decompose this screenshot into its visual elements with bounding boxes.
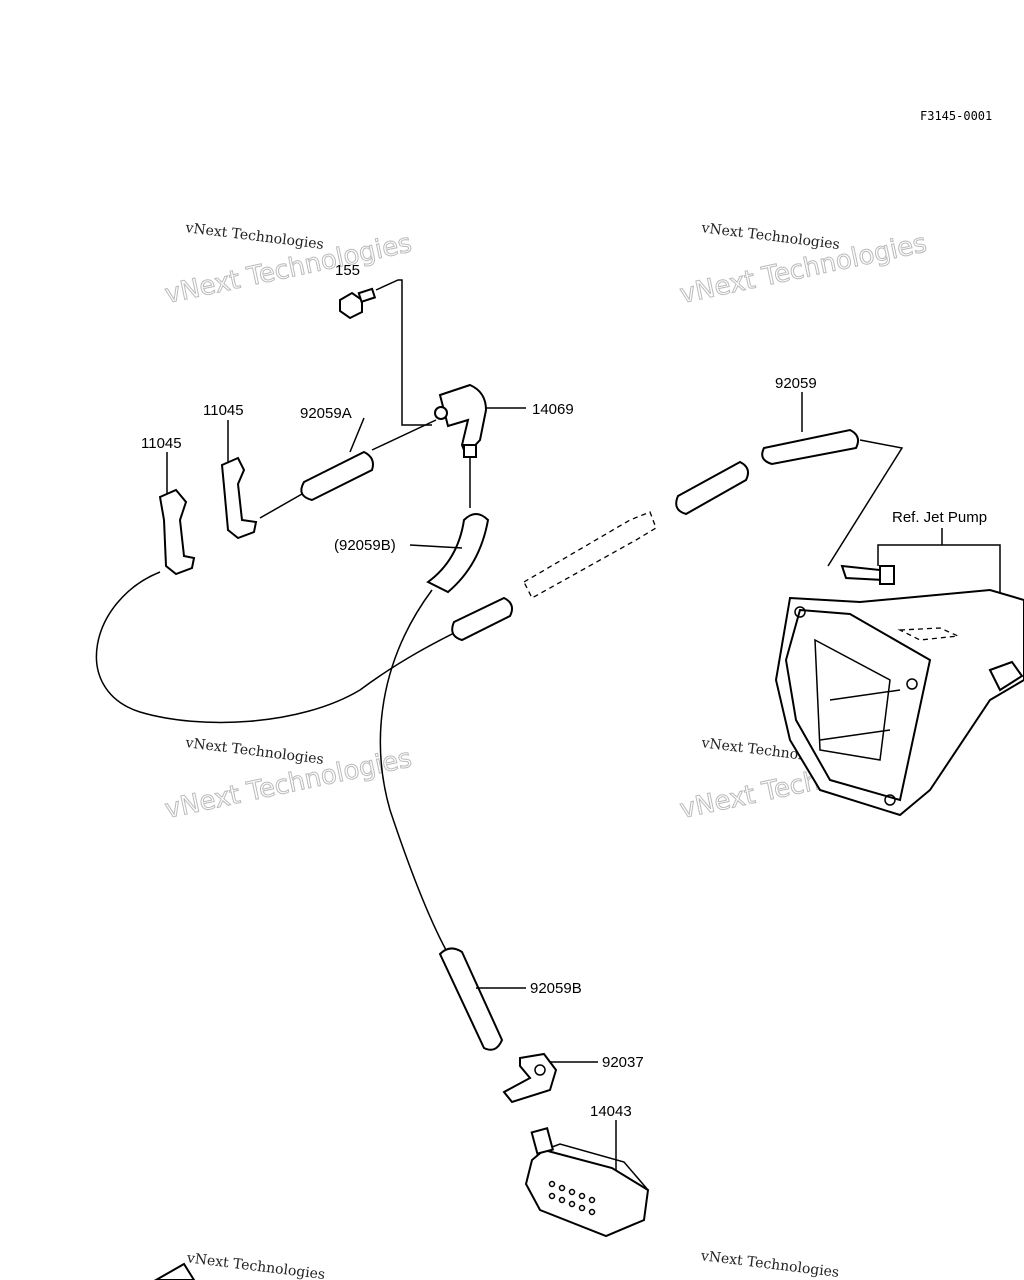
hose-92059B (438, 947, 526, 1051)
label-92059B: 92059B (530, 980, 582, 997)
watermark-mid-left: vNext Technologies vNext Technologies (162, 735, 415, 826)
hose-segment-upper (675, 460, 749, 516)
hose-92059A (300, 417, 374, 502)
watermark-small-text: vNext Technologies (184, 220, 325, 253)
dashed-pipe (523, 511, 657, 599)
hose-92059B-ref (409, 458, 490, 594)
label-92059: 92059 (775, 375, 817, 392)
label-11045-upper: 11045 (203, 402, 244, 419)
jet-pump-fitting (840, 528, 1001, 598)
watermark-small-text: vNext Technologies (699, 1248, 840, 1280)
jet-pump-housing (774, 588, 1024, 817)
hose-segment-middle (451, 596, 513, 642)
watermark-bottom-left: vNext Technologies (185, 1250, 326, 1280)
filter-holes (548, 1180, 596, 1216)
label-155: 155 (335, 262, 360, 279)
watermark-top-left: vNext Technologies vNext Technologies (162, 220, 415, 311)
watermark-bottom-right: vNext Technologies (699, 1248, 840, 1280)
label-92037: 92037 (602, 1054, 644, 1071)
routing-line-down (379, 589, 447, 951)
hose-92059 (761, 392, 859, 466)
routing-line-jet (827, 439, 904, 567)
label-11045-lower: 11045 (141, 435, 182, 452)
filter-14043 (524, 1120, 650, 1238)
elbow-fitting-14069 (434, 383, 526, 458)
bolt-155 (339, 279, 432, 426)
label-92059B-ref: (92059B) (334, 537, 396, 554)
corner-fragment (153, 1262, 196, 1280)
watermark-small-text: vNext Technologies (185, 1250, 326, 1280)
clamp-92037 (502, 1052, 598, 1104)
diagram-code: F3145-0001 (920, 109, 992, 123)
label-ref-jet-pump: Ref. Jet Pump (892, 509, 987, 526)
clip-11045-lower (158, 452, 196, 576)
label-14069: 14069 (532, 401, 574, 418)
watermark-top-right: vNext Technologies vNext Technologies (677, 220, 930, 310)
clip-11045-upper (220, 420, 258, 540)
watermark-small-text: vNext Technologies (700, 220, 841, 253)
watermark-small-text: vNext Technologies (184, 735, 325, 768)
routing-line-loop (95, 571, 461, 724)
label-92059A: 92059A (300, 405, 352, 422)
label-14043: 14043 (590, 1103, 632, 1120)
